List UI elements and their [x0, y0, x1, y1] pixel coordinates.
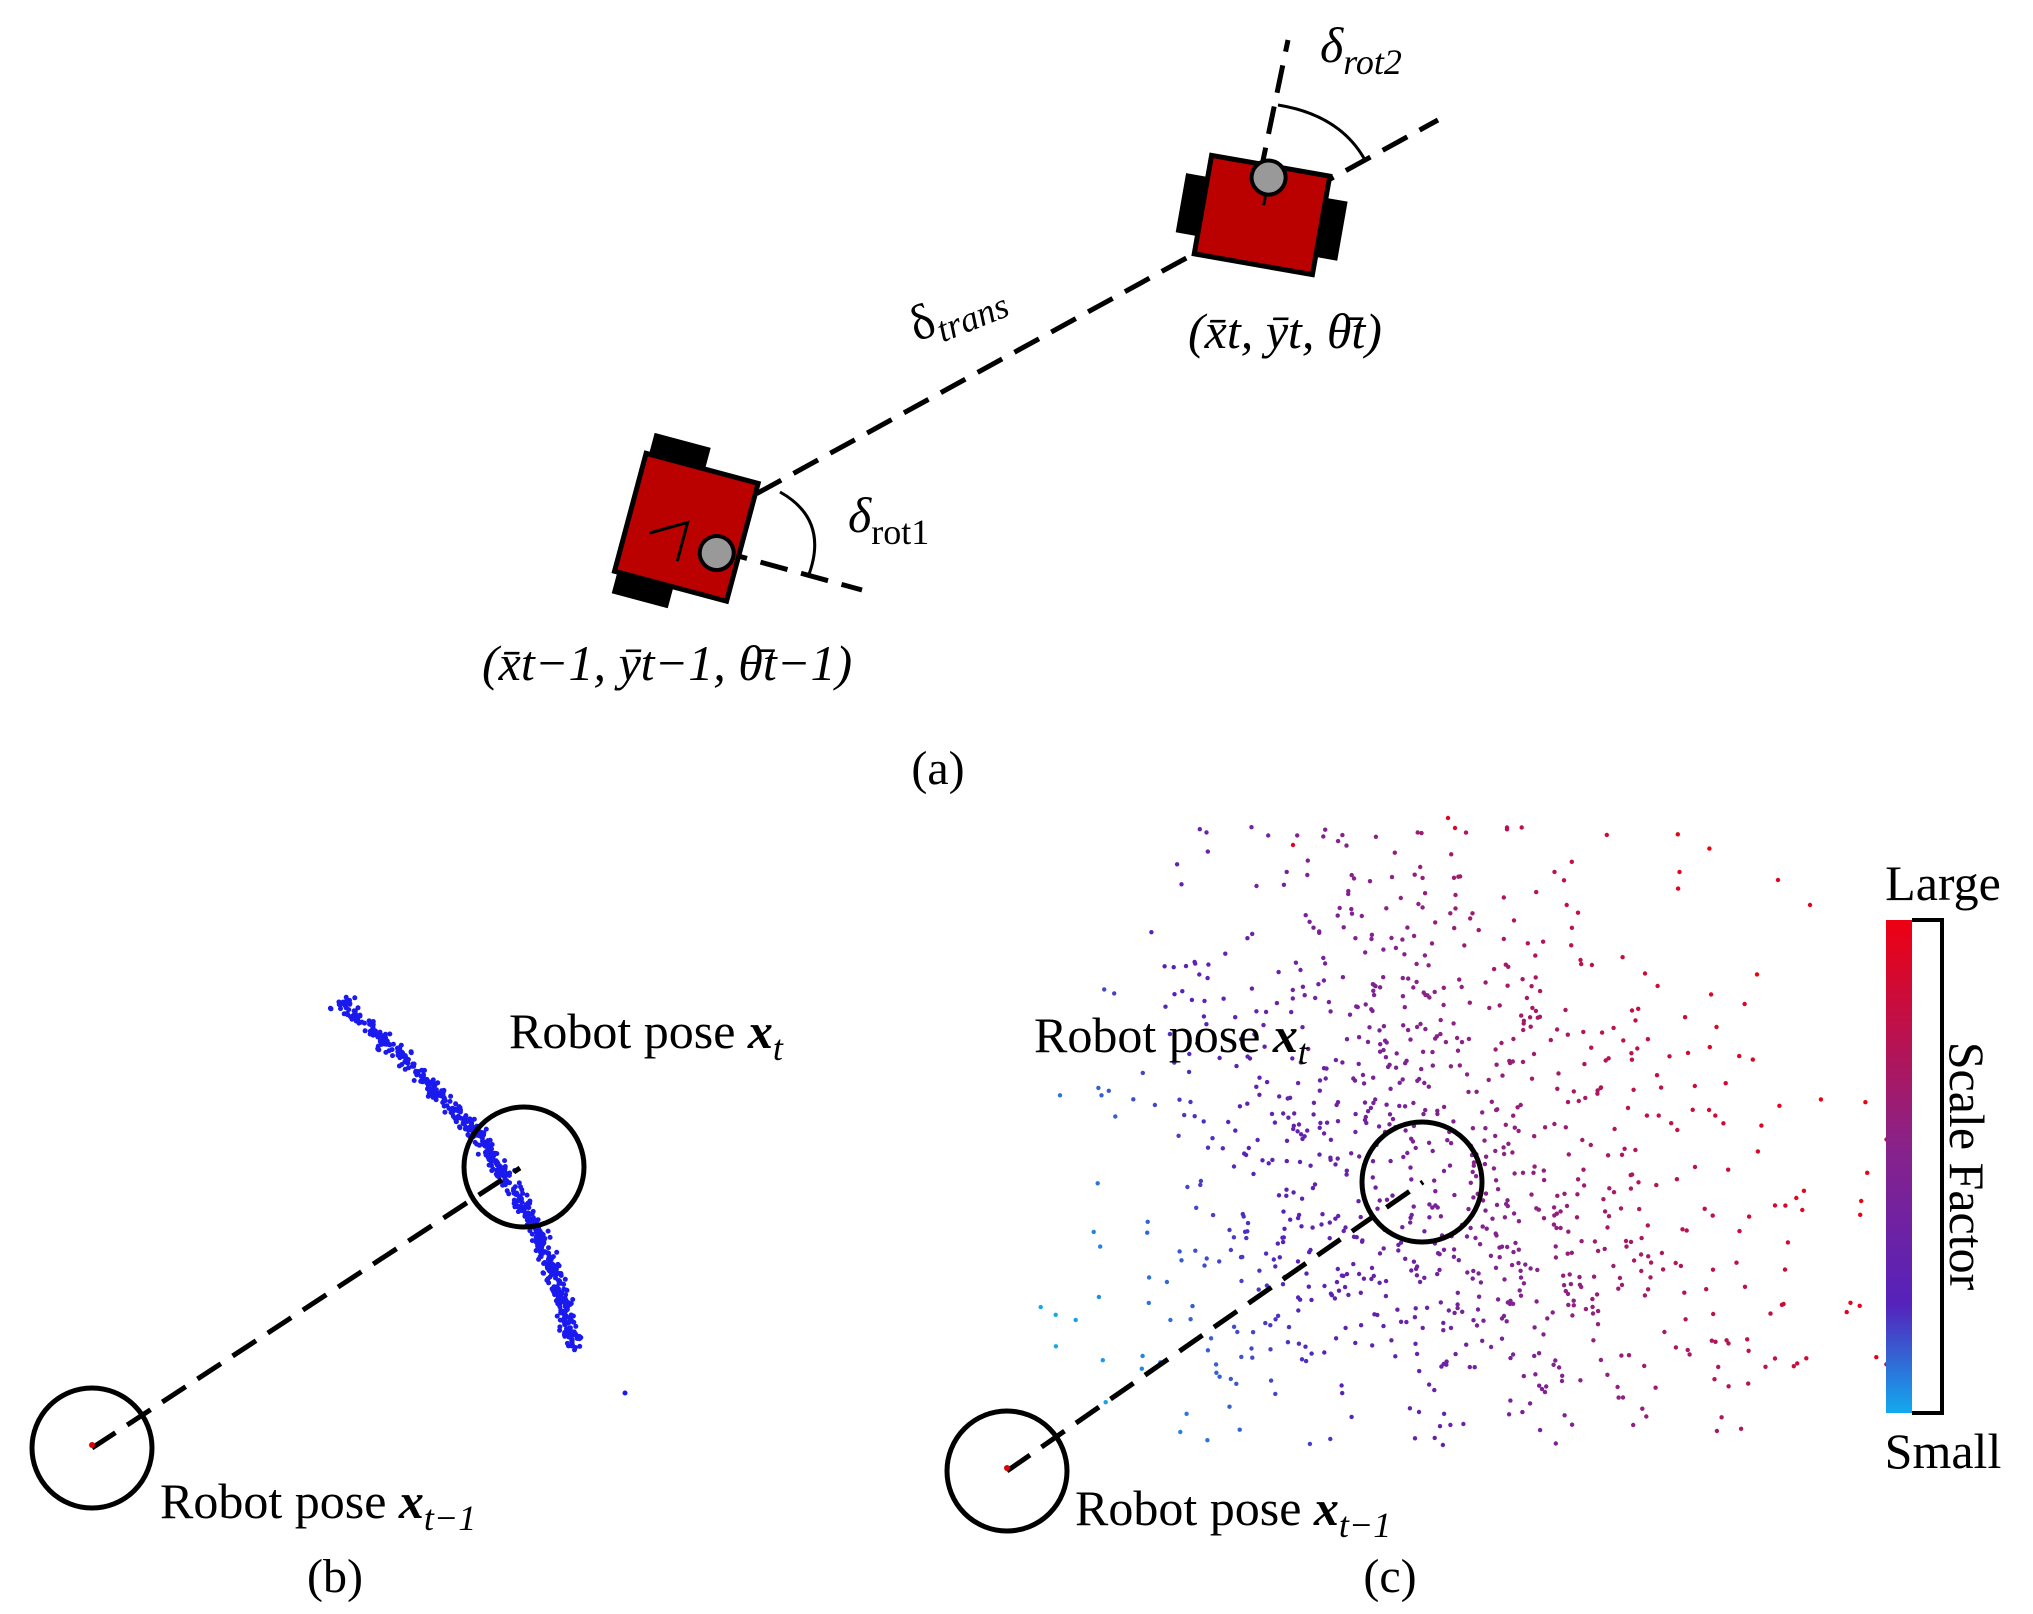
colorbar-title: Scale Factor	[1939, 1042, 1995, 1291]
panel-c-prev-pose-point	[1004, 1465, 1010, 1471]
caption-a: (a)	[911, 742, 964, 795]
panel-a: δtrans δrot1 δrot2 (x̄t−1, ȳt−1, θ̄t−1) …	[482, 17, 1440, 795]
rot2-angle-arc	[1277, 103, 1367, 161]
pose-prev-label: (x̄t−1, ȳt−1, θ̄t−1)	[482, 635, 852, 691]
pose-curr-label: (x̄t, ȳt, θ̄t)	[1188, 303, 1382, 359]
panel-c-particles	[1038, 815, 1897, 1448]
rot2-heading-line	[1257, 39, 1291, 176]
panel-b-motion-line	[90, 1165, 522, 1451]
panel-b-label-curr: Robot pose xt	[509, 1003, 784, 1068]
rot1-angle-arc	[779, 490, 817, 578]
delta-trans-label: δtrans	[900, 264, 1014, 359]
panel-c-label-curr: Robot pose xt	[1034, 1007, 1309, 1072]
delta-rot2-label: δrot2	[1320, 17, 1402, 82]
colorbar-bracket	[1912, 918, 1944, 1415]
panel-c-motion-line	[1005, 1179, 1425, 1474]
panel-c: Robot pose xt Robot pose xt−1 (c)	[944, 815, 1897, 1603]
caption-b: (b)	[307, 1550, 363, 1603]
panel-c-curr-pose-circle	[1359, 1119, 1485, 1245]
caption-c: (c)	[1363, 1550, 1416, 1603]
panel-b-prev-pose-circle	[29, 1385, 155, 1511]
panel-b-prev-pose-point	[89, 1442, 95, 1448]
panel-b-curr-pose-circle	[461, 1104, 587, 1230]
robot-prev-icon	[611, 432, 762, 609]
rot1-heading-line	[719, 548, 863, 593]
panel-b-particles	[327, 994, 628, 1396]
colorbar-gradient	[1886, 920, 1912, 1413]
delta-rot1-label: δrot1	[848, 487, 929, 552]
panel-b-label-prev: Robot pose xt−1	[160, 1473, 476, 1538]
panel-b: Robot pose xt Robot pose xt−1 (b)	[29, 994, 784, 1603]
colorbar-top-label: Large	[1885, 855, 2001, 911]
robot-curr-icon	[1175, 152, 1348, 278]
panel-c-label-prev: Robot pose xt−1	[1075, 1480, 1391, 1545]
colorbar: Large Small Scale Factor	[1885, 855, 2002, 1479]
colorbar-bottom-label: Small	[1885, 1423, 2002, 1479]
panel-c-prev-pose-circle	[944, 1408, 1070, 1534]
